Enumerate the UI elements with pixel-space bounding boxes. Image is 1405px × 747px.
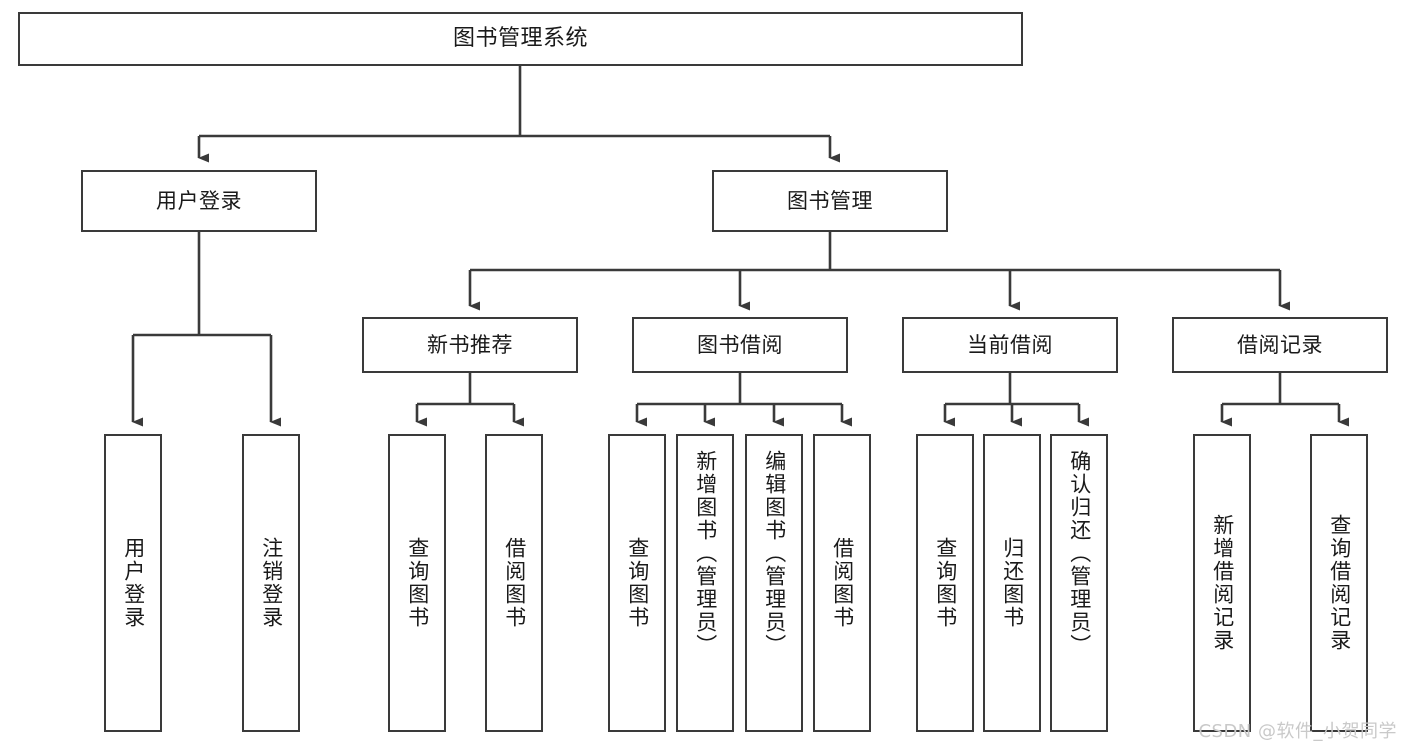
leaf-user-logout[interactable]: 注销登录 (242, 434, 300, 732)
node-label: 当前借阅 (967, 332, 1053, 357)
node-book-borrowing[interactable]: 图书借阅 (632, 317, 848, 373)
node-label: 查询图书 (933, 537, 958, 629)
node-label: 编辑图书（管理员） (762, 450, 787, 657)
node-label: 查询借阅记录 (1327, 514, 1352, 652)
csdn-watermark: CSDN @软件_小贺同学 (1198, 721, 1397, 742)
leaf-user-login[interactable]: 用户登录 (104, 434, 162, 732)
leaf-edit-book-admin[interactable]: 编辑图书（管理员） (745, 434, 803, 732)
node-label: 借阅记录 (1237, 332, 1323, 357)
node-label: 新增图书（管理员） (693, 450, 718, 657)
node-label: 借阅图书 (502, 537, 527, 629)
leaf-borrow-book[interactable]: 借阅图书 (813, 434, 871, 732)
node-label: 用户登录 (156, 188, 242, 213)
node-label: 归还图书 (1000, 537, 1025, 629)
node-label: 新书推荐 (427, 332, 513, 357)
leaf-borrow-book-new-rec[interactable]: 借阅图书 (485, 434, 543, 732)
node-label: 图书管理 (787, 188, 873, 213)
leaf-query-book-current[interactable]: 查询图书 (916, 434, 974, 732)
node-new-book-recommendation[interactable]: 新书推荐 (362, 317, 578, 373)
node-label: 查询图书 (625, 537, 650, 629)
leaf-confirm-return-admin[interactable]: 确认归还（管理员） (1050, 434, 1108, 732)
node-label: 用户登录 (121, 537, 146, 629)
node-label: 借阅图书 (830, 537, 855, 629)
node-borrowing-records[interactable]: 借阅记录 (1172, 317, 1388, 373)
node-label: 查询图书 (405, 537, 430, 629)
node-label: 确认归还（管理员） (1067, 450, 1092, 657)
node-user-login[interactable]: 用户登录 (81, 170, 317, 232)
node-book-management[interactable]: 图书管理 (712, 170, 948, 232)
node-label: 新增借阅记录 (1210, 514, 1235, 652)
node-label: 图书借阅 (697, 332, 783, 357)
node-label: 注销登录 (259, 537, 284, 629)
node-current-borrowing[interactable]: 当前借阅 (902, 317, 1118, 373)
leaf-query-book-borrow[interactable]: 查询图书 (608, 434, 666, 732)
leaf-add-borrow-record[interactable]: 新增借阅记录 (1193, 434, 1251, 732)
leaf-query-borrow-record[interactable]: 查询借阅记录 (1310, 434, 1368, 732)
leaf-return-book[interactable]: 归还图书 (983, 434, 1041, 732)
leaf-query-book-new-rec[interactable]: 查询图书 (388, 434, 446, 732)
node-label: 图书管理系统 (452, 26, 588, 52)
leaf-add-book-admin[interactable]: 新增图书（管理员） (676, 434, 734, 732)
node-root-book-management-system[interactable]: 图书管理系统 (18, 12, 1023, 66)
